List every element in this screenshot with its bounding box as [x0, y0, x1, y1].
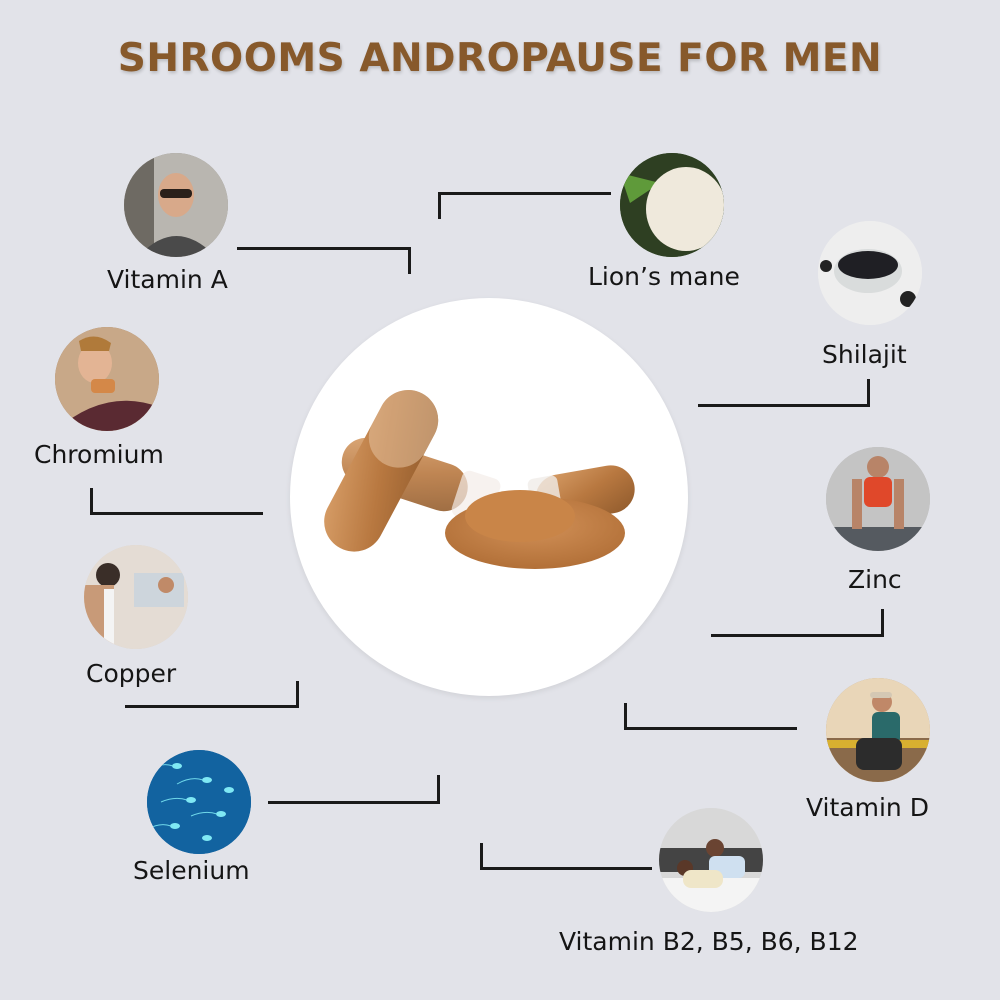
shilajit-label: Shilajit [822, 340, 907, 369]
selenium-image [147, 750, 251, 854]
shilajit-connector [698, 404, 870, 407]
man-eating-icon [55, 327, 159, 431]
vitamin-b-label: Vitamin B2, B5, B6, B12 [559, 927, 859, 956]
vitamin-a-label: Vitamin A [107, 265, 228, 294]
man-pushup-icon [826, 447, 930, 551]
selenium-connector [268, 801, 440, 804]
vitamin-a-connector-tick [408, 247, 411, 274]
chromium-connector-tick [90, 488, 93, 515]
copper-label: Copper [86, 659, 177, 688]
center-product-image [290, 298, 688, 696]
page-title: SHROOMS ANDROPAUSE FOR MEN [117, 36, 883, 81]
chromium-connector [90, 512, 263, 515]
couple-bed-icon [659, 808, 763, 912]
copper-connector-tick [296, 681, 299, 708]
vitamin-d-connector [624, 727, 797, 730]
zinc-label: Zinc [848, 565, 902, 594]
sperm-cells-icon [147, 750, 251, 854]
chromium-image [55, 327, 159, 431]
zinc-connector-tick [881, 609, 884, 636]
lions-mane-connector-tick [438, 192, 441, 219]
vitamin-b-image [659, 808, 763, 912]
man-sitting-icon [826, 678, 930, 782]
capsules-powder-icon [324, 390, 635, 569]
lions-mane-connector [438, 192, 611, 195]
bowl-icon [818, 221, 922, 325]
lions-mane-image [620, 153, 724, 257]
vitamin-d-connector-tick [624, 703, 627, 730]
vitamin-d-image [826, 678, 930, 782]
lions-mane-label: Lion’s mane [588, 262, 740, 291]
vitamin-d-label: Vitamin D [806, 793, 929, 822]
chromium-label: Chromium [34, 440, 164, 469]
zinc-image [826, 447, 930, 551]
copper-image [84, 545, 188, 649]
zinc-connector [711, 634, 884, 637]
man-mirror-icon [84, 545, 188, 649]
shilajit-image [818, 221, 922, 325]
vitamin-a-image [124, 153, 228, 257]
vitamin-b-connector [480, 867, 652, 870]
selenium-label: Selenium [133, 856, 250, 885]
copper-connector [125, 705, 298, 708]
shilajit-connector-tick [867, 379, 870, 406]
man-portrait-icon [124, 153, 228, 257]
mushroom-icon [620, 153, 724, 257]
selenium-connector-tick [437, 775, 440, 803]
vitamin-b-connector-tick [480, 843, 483, 870]
vitamin-a-connector [237, 247, 410, 250]
